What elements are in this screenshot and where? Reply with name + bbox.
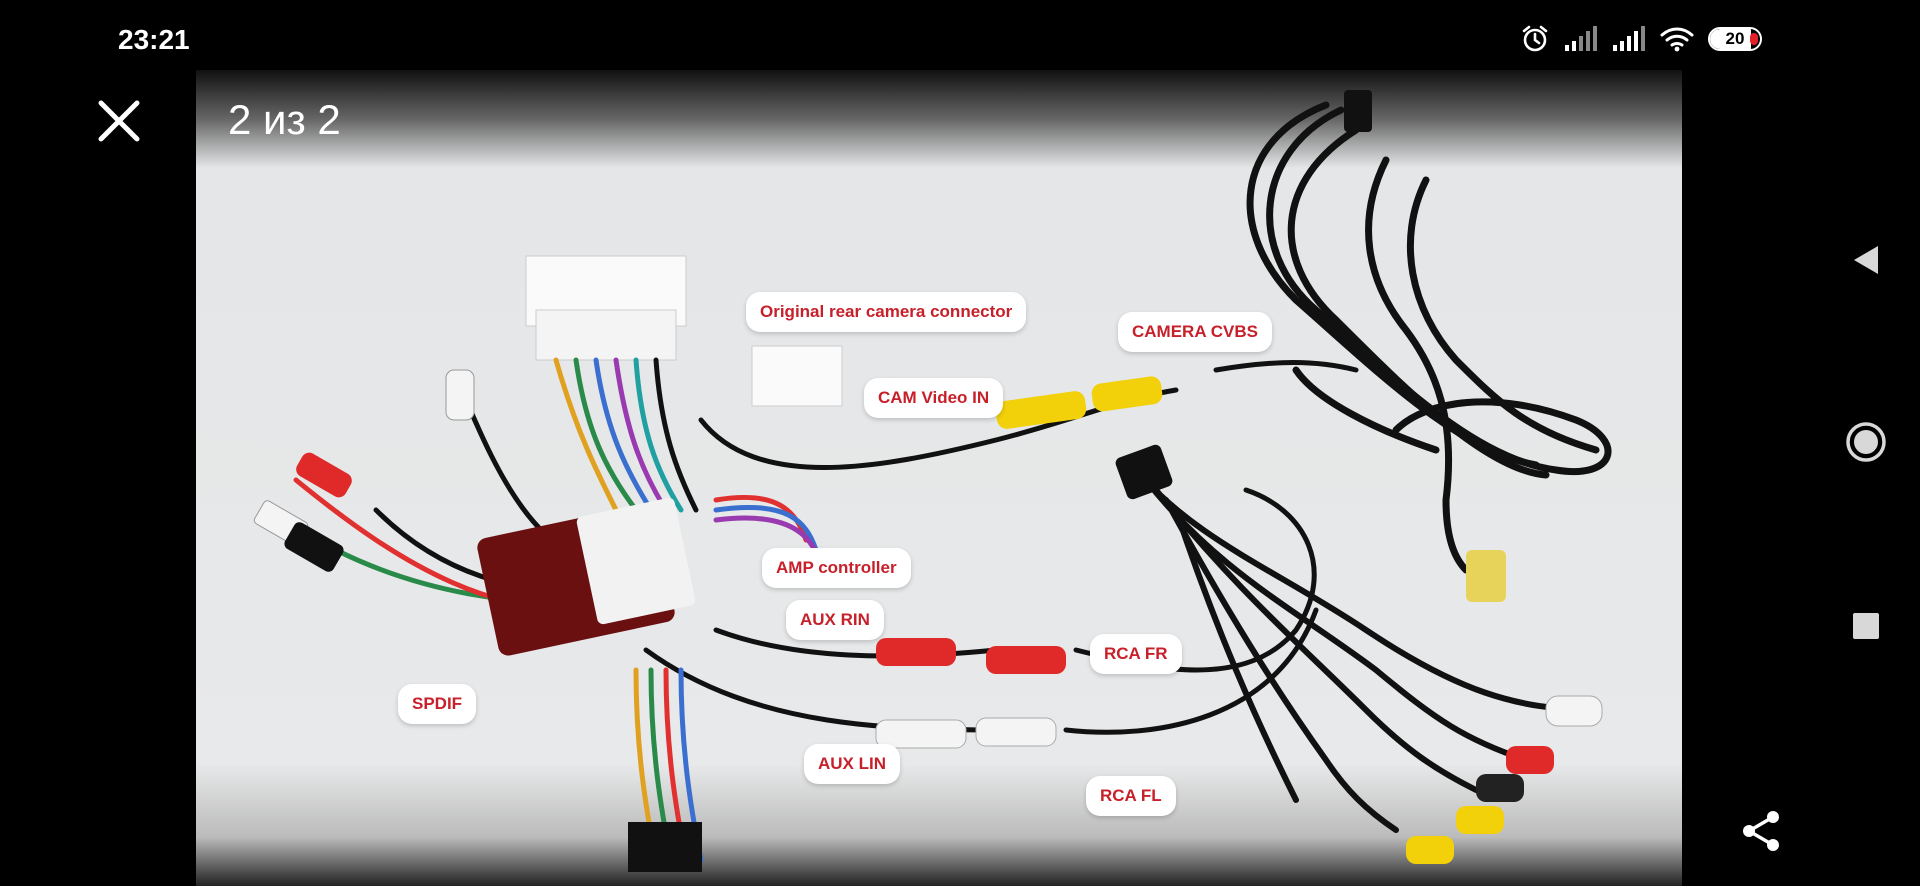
battery-low-marker: [1750, 33, 1758, 45]
status-icons: 20: [1520, 24, 1762, 54]
harness-photo: Original rear camera connector CAMERA CV…: [196, 70, 1682, 886]
back-button[interactable]: [1812, 220, 1920, 300]
label-rear-camera-connector: Original rear camera connector: [746, 292, 1027, 332]
close-button[interactable]: [92, 94, 146, 148]
signal-icon: [1612, 26, 1646, 52]
share-button[interactable]: [1736, 806, 1786, 856]
alarm-icon: [1520, 24, 1550, 54]
label-aux-rin: AUX RIN: [786, 600, 884, 640]
signal-icon: [1564, 26, 1598, 52]
wifi-icon: [1660, 26, 1694, 52]
status-bar: 23:21: [0, 0, 1812, 76]
label-cam-video-in: CAM Video IN: [864, 378, 1004, 418]
navigation-bar: [1812, 0, 1920, 886]
recents-square-icon: [1853, 613, 1879, 639]
battery-fill: [1710, 29, 1751, 49]
label-amp-controller: AMP controller: [762, 548, 911, 588]
wiring-harness-illustration: [253, 90, 1612, 872]
share-icon: [1743, 811, 1779, 851]
status-time: 23:21: [118, 24, 190, 55]
label-aux-lin: AUX LIN: [804, 744, 900, 784]
home-button[interactable]: [1812, 402, 1920, 482]
page-counter: 2 из 2: [228, 96, 341, 143]
back-triangle-icon: [1854, 246, 1878, 274]
label-camera-cvbs: CAMERA CVBS: [1118, 312, 1272, 352]
label-spdif: SPDIF: [398, 684, 477, 724]
home-circle-icon: [1846, 422, 1886, 462]
battery-indicator: 20: [1708, 27, 1762, 51]
label-rca-fr: RCA FR: [1090, 634, 1182, 674]
label-rca-fl: RCA FL: [1086, 776, 1176, 816]
recents-button[interactable]: [1812, 586, 1920, 666]
battery-level-text: 20: [1725, 29, 1745, 48]
close-icon: [98, 100, 140, 142]
